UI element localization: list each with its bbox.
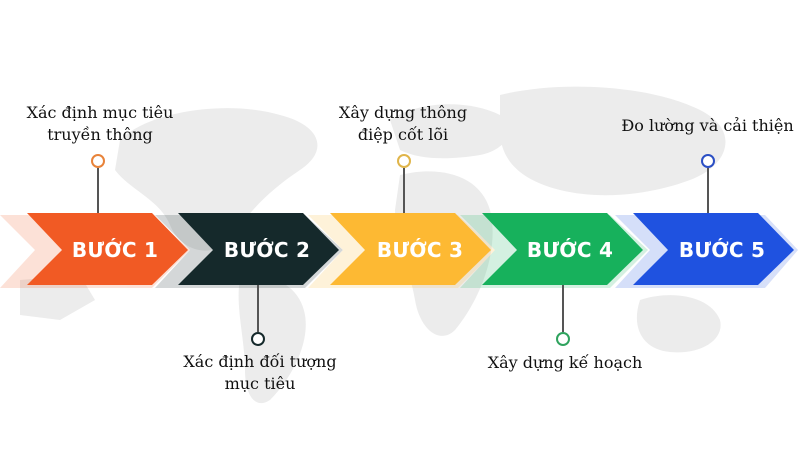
step5-label: BƯỚC 5	[679, 238, 765, 262]
step5-arrow	[633, 213, 794, 285]
step2-description: Xác định đối tượng mục tiêu	[165, 351, 355, 395]
step2-description-line1: Xác định đối tượng	[183, 352, 337, 371]
step1-description: Xác định mục tiêu truyền thông	[10, 102, 190, 146]
step2-label: BƯỚC 2	[224, 238, 310, 262]
step4-description-line1: Xây dựng kế hoạch	[487, 353, 643, 372]
step2-arrow	[178, 213, 339, 285]
step5-description: Đo lường và cải thiện	[605, 115, 800, 137]
step1-arrow	[27, 213, 188, 285]
step1-label: BƯỚC 1	[72, 238, 158, 262]
step3-description-line1: Xây dựng thông	[338, 103, 468, 122]
step1-description-line2: truyền thông	[47, 125, 153, 144]
step3-label: BƯỚC 3	[377, 238, 463, 262]
step3-description-line2: điệp cốt lõi	[357, 125, 449, 144]
step4-arrow	[482, 213, 643, 285]
step1-connector-dot	[91, 154, 105, 168]
step3-description: Xây dựng thông điệp cốt lõi	[318, 102, 488, 146]
step5-description-line1: Đo lường và cải thiện	[621, 116, 794, 135]
step4-description: Xây dựng kế hoạch	[470, 352, 660, 374]
step4-label: BƯỚC 4	[527, 238, 613, 262]
step4-connector-dot	[556, 332, 570, 346]
step3-connector-dot	[397, 154, 411, 168]
step2-description-line2: mục tiêu	[224, 374, 296, 393]
step3-arrow	[330, 213, 491, 285]
step5-connector-dot	[701, 154, 715, 168]
step2-connector-dot	[251, 332, 265, 346]
step1-description-line1: Xác định mục tiêu	[26, 103, 174, 122]
